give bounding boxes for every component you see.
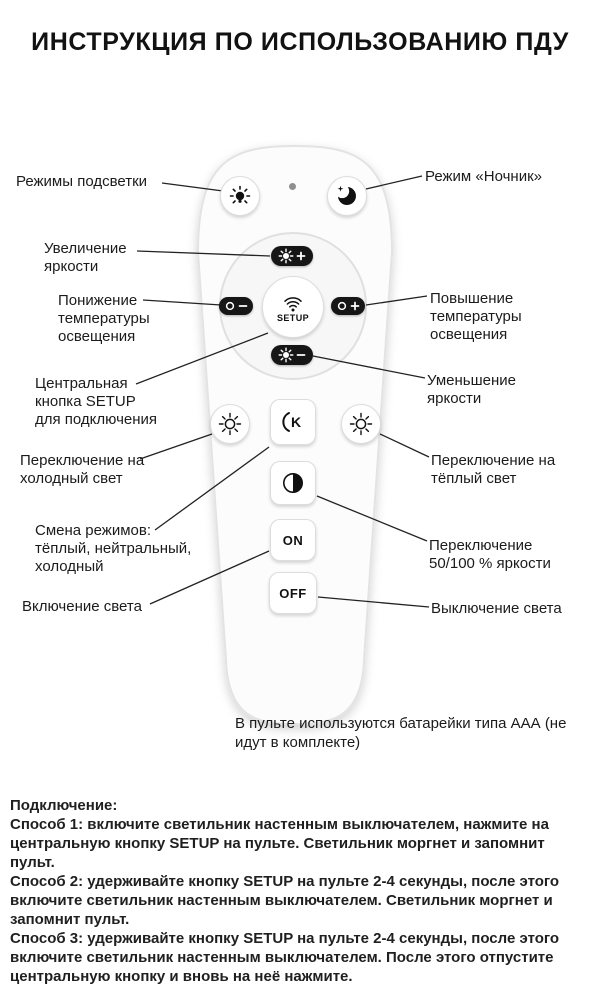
half-brightness-button[interactable]	[270, 461, 316, 505]
callout-backlight-modes: Режимы подсветки	[16, 173, 148, 190]
night-mode-button[interactable]	[327, 176, 367, 216]
sun-warm-icon	[349, 412, 373, 436]
wifi-icon	[284, 297, 302, 312]
color-temp-down-button[interactable]	[219, 297, 253, 315]
callout-brightness-up: Увеличение яркости	[44, 240, 127, 275]
brightness-down-button[interactable]	[271, 345, 313, 365]
connection-instructions: Подключение: Способ 1: включите светильн…	[10, 796, 592, 986]
callout-half-brightness: Переключение 50/100 % яркости	[429, 537, 551, 572]
connection-method-3: Способ 3: удерживайте кнопку SETUP на пу…	[10, 930, 560, 985]
callout-lines	[135, 175, 430, 608]
page-title: ИНСТРУКЦИЯ ПО ИСПОЛЬЗОВАНИЮ ПДУ	[31, 28, 569, 56]
connection-method-1: Способ 1: включите светильник настенным …	[10, 816, 549, 871]
off-label: OFF	[279, 585, 307, 601]
moon-icon	[337, 185, 356, 205]
connection-method-2: Способ 2: удерживайте кнопку SETUP на пу…	[10, 873, 560, 928]
callout-setup-button: Центральная кнопка SETUP для подключения	[35, 375, 158, 428]
mode-k-letter: K	[291, 414, 301, 430]
mode-k-icon: K	[282, 412, 301, 432]
callout-light-on: Включение света	[22, 598, 142, 615]
color-temp-up-button[interactable]	[331, 297, 365, 315]
brightness-plus-icon	[278, 248, 306, 264]
on-button[interactable]: ON	[270, 519, 316, 561]
on-label: ON	[282, 532, 304, 548]
connection-heading: Подключение:	[10, 797, 118, 814]
callout-cold-light: Переключение на холодный свет	[20, 452, 145, 487]
callout-night-mode: Режим «Ночник»	[425, 168, 542, 185]
callout-brightness-down: Уменьшение яркости	[427, 372, 516, 407]
bulb-rays-icon	[229, 185, 251, 204]
setup-button[interactable]: SETUP	[262, 276, 324, 338]
off-button[interactable]: OFF	[269, 572, 317, 614]
backlight-modes-button[interactable]	[220, 176, 260, 216]
callout-warm-light: Переключение на тёплый свет	[431, 452, 556, 487]
mode-cycle-button[interactable]: K	[270, 399, 316, 445]
brightness-up-button[interactable]	[271, 246, 313, 266]
callout-temp-up: Повышение температуры освещения	[430, 290, 522, 343]
callout-light-off: Выключение света	[431, 600, 562, 617]
temp-minus-icon	[225, 301, 248, 311]
half-circle-icon	[283, 473, 303, 493]
warm-light-button[interactable]	[341, 404, 381, 444]
callout-mode-switch: Смена режимов: тёплый, нейтральный, холо…	[35, 522, 192, 575]
sun-cold-icon	[218, 412, 242, 436]
indicator-dot	[289, 183, 296, 190]
brightness-minus-icon	[278, 347, 306, 363]
cold-light-button[interactable]	[210, 404, 250, 444]
battery-note: В пульте используются батарейки типа ААА…	[235, 715, 567, 751]
temp-plus-icon	[337, 301, 360, 311]
setup-label: SETUP	[276, 313, 309, 323]
callout-temp-down: Понижение температуры освещения	[58, 292, 150, 345]
